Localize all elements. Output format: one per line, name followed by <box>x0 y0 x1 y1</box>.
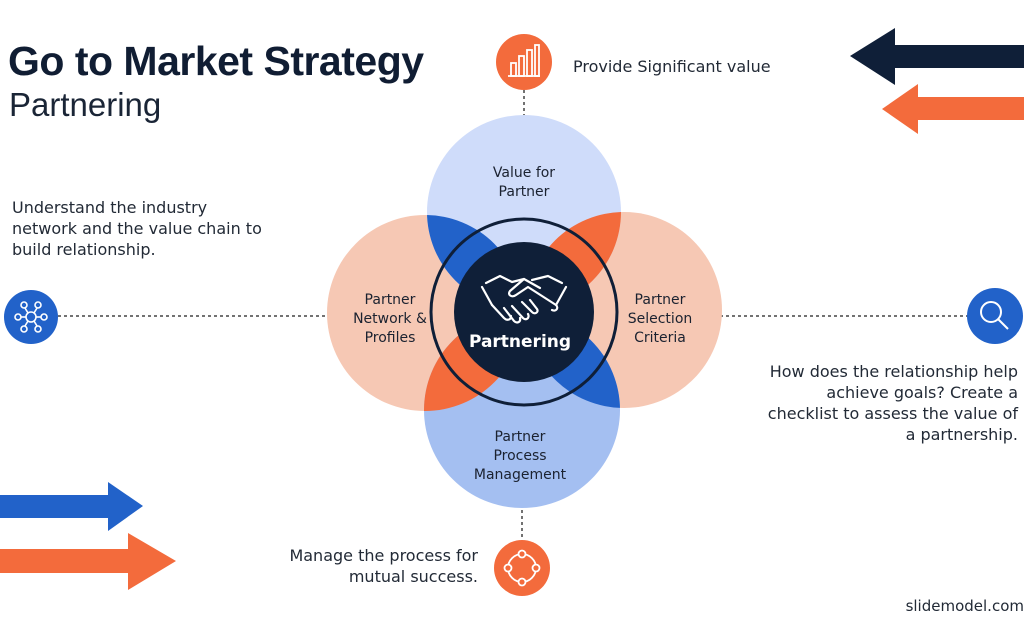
page-subtitle: Partnering <box>9 86 162 123</box>
callout-top-text: Provide Significant value <box>573 57 771 76</box>
petal-right-label-2: Selection <box>628 311 693 327</box>
network-icon <box>4 290 58 344</box>
petal-bottom-label-3: Management <box>474 467 567 483</box>
page-title: Go to Market Strategy <box>8 38 424 84</box>
handshake-icon <box>480 274 568 324</box>
arrow-blue-right <box>0 482 143 531</box>
magnifier-icon <box>967 288 1023 344</box>
callout-left-text: Understand the industry network and the … <box>12 198 262 259</box>
bar-chart-icon <box>496 34 552 90</box>
petal-top-label-1: Value for <box>493 165 555 181</box>
petal-right-label-3: Criteria <box>634 330 686 346</box>
callout-right-text: How does the relationship help achieve g… <box>767 362 1018 444</box>
petal-left-label-3: Profiles <box>365 330 416 346</box>
petal-bottom-label-2: Process <box>493 448 546 464</box>
overlap-top-right <box>526 212 621 309</box>
arrow-orange-right <box>0 533 176 590</box>
petal-right-label-1: Partner <box>635 292 686 308</box>
center-ring <box>429 217 619 407</box>
center-label: Partnering <box>469 332 571 352</box>
cycle-icon <box>494 540 550 596</box>
petal-left-label-1: Partner <box>365 292 416 308</box>
footer-brand: slidemodel.com <box>905 597 1024 615</box>
petal-top-label-2: Partner <box>499 184 550 200</box>
callout-bottom-text: Manage the process for mutual success. <box>289 546 478 586</box>
arrow-orange-left <box>882 84 1024 134</box>
petal-bottom-label-1: Partner <box>495 429 546 445</box>
center-core <box>454 242 594 382</box>
arrow-navy-left <box>850 28 1024 85</box>
petal-left-label-2: Network & <box>353 311 427 327</box>
